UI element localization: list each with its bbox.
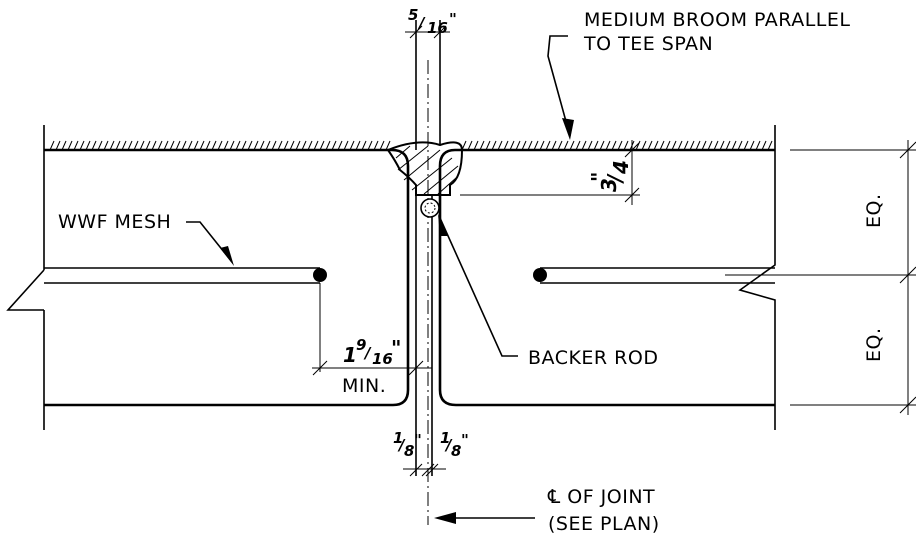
broom-callout: MEDIUM BROOM PARALLEL TO TEE SPAN	[547, 9, 850, 140]
cl-joint-label-line1: ℄ OF JOINT	[547, 486, 655, 508]
right-slab	[438, 125, 776, 430]
joint-sealant	[386, 141, 464, 196]
wwf-mesh-callout: WWF MESH	[58, 211, 234, 266]
sealant-depth-num: 3	[597, 178, 621, 192]
eq-bottom-label: EQ.	[863, 328, 885, 363]
sealant-depth-den: 4	[609, 160, 633, 175]
joint-top-dimension: 5 / 16 "	[405, 6, 457, 39]
eq-dimension: EQ. EQ.	[725, 140, 916, 415]
svg-text:/: /	[397, 436, 406, 454]
broom-label-line1: MEDIUM BROOM PARALLEL	[584, 9, 850, 31]
sealant-depth-dimension: 3 / 4 "	[460, 140, 640, 205]
backer-rod-label: BACKER ROD	[528, 347, 658, 369]
backer-rod-callout: BACKER ROD	[438, 214, 658, 369]
sealant-depth-unit: "	[587, 172, 611, 182]
eq-top-label: EQ.	[863, 194, 885, 229]
wwf-mesh-right	[533, 267, 775, 284]
mesh-clearance-dimension: 1 9 / 16 " MIN.	[312, 283, 432, 397]
mesh-clearance-num: 9	[356, 336, 366, 354]
svg-text:/: /	[363, 344, 372, 362]
svg-text:/: /	[603, 173, 627, 184]
svg-text:/: /	[417, 14, 426, 32]
broom-texture	[49, 140, 773, 151]
joint-top-unit: "	[449, 10, 457, 28]
wwf-mesh-label: WWF MESH	[58, 211, 171, 233]
mesh-clearance-den: 16	[372, 350, 393, 368]
mesh-clearance-whole: 1	[343, 343, 357, 367]
joint-top-num: 5	[408, 6, 418, 24]
left-gap-den: 8	[404, 442, 414, 460]
left-gap-num: 1	[393, 429, 403, 447]
gap-dimensions: 1 / 8 " 1 / 8 "	[393, 429, 469, 477]
joint-gap	[415, 20, 441, 525]
broom-label-line2: TO TEE SPAN	[583, 33, 713, 55]
mesh-clearance-unit: "	[391, 336, 401, 360]
svg-text:/: /	[444, 436, 453, 454]
left-slab	[6, 125, 410, 430]
wwf-mesh-left	[44, 267, 327, 284]
joint-top-den: 16	[427, 19, 448, 37]
right-gap-num: 1	[440, 429, 450, 447]
right-gap-den: 8	[451, 442, 461, 460]
min-label: MIN.	[342, 375, 386, 397]
right-gap-unit: "	[461, 431, 469, 449]
left-gap-unit: "	[414, 431, 422, 449]
cl-joint-label-line2: (SEE PLAN)	[548, 513, 660, 535]
centerline-callout: ℄ OF JOINT (SEE PLAN)	[434, 486, 660, 535]
backer-rod-icon	[420, 198, 440, 218]
